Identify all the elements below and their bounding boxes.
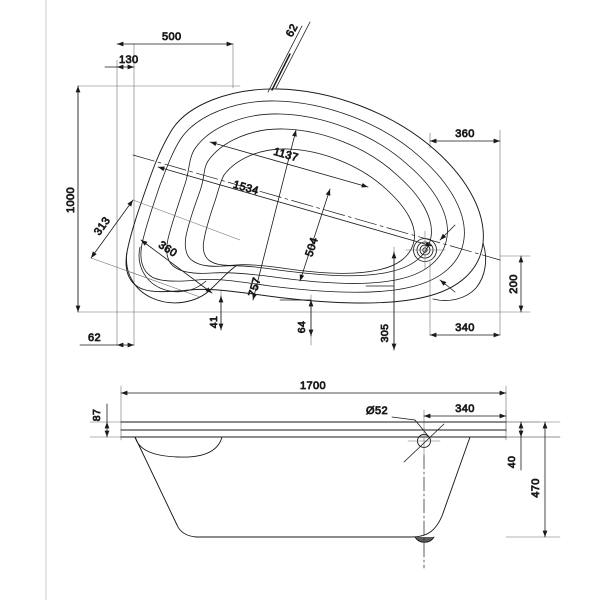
dim-plan-1534 [157, 166, 433, 247]
bath-plan-contour-2 [140, 100, 465, 293]
dim-label-41: 41 [208, 316, 220, 328]
dim-label-470: 470 [530, 478, 542, 498]
dim-label-500: 500 [162, 31, 182, 43]
elev-drain-bump [414, 536, 435, 543]
dim-label-313: 313 [92, 215, 113, 238]
plan-extension-lines [77, 43, 531, 351]
dim-plan-360-seat [140, 239, 213, 294]
dim-label-340-elev: 340 [455, 403, 475, 415]
bath-plan-contour-3 [166, 113, 448, 284]
elev-extension-lines [89, 385, 561, 538]
elevation-view-group: 1700 87 340 40 470 [89, 380, 561, 569]
elev-overflow-drain [403, 423, 445, 463]
dim-label-dia52: Ø52 [366, 405, 388, 417]
dim-plan-64 [279, 299, 314, 337]
elev-bath-profile [134, 436, 471, 538]
dim-plan-757 [252, 129, 297, 301]
dim-label-305: 305 [379, 324, 391, 343]
elev-rim-lines [120, 421, 507, 438]
dim-plan-504 [299, 188, 331, 282]
dim-label-130: 130 [119, 54, 139, 66]
dim-label-1137: 1137 [272, 146, 300, 164]
bath-seat-lobe [126, 251, 237, 304]
dim-label-200: 200 [508, 274, 520, 294]
bath-right-tip [432, 242, 487, 301]
dim-label-62-bottom: 62 [88, 332, 101, 344]
elev-seat-underside [134, 436, 223, 458]
dim-label-1700: 1700 [300, 380, 326, 392]
dim-label-1534: 1534 [232, 179, 260, 198]
plan-drain [405, 230, 446, 270]
dim-label-87: 87 [91, 409, 103, 421]
dim-plan-62-angled [267, 21, 311, 93]
dim-plan-305 [365, 251, 397, 351]
plan-view-group: 500 130 1000 62 [65, 21, 531, 351]
dim-label-1000: 1000 [65, 187, 77, 213]
dim-label-340-plan: 340 [455, 322, 475, 334]
dim-label-64: 64 [296, 321, 308, 333]
dim-label-40: 40 [506, 456, 518, 468]
elev-dia-leader [391, 416, 430, 438]
dim-label-504: 504 [303, 236, 320, 258]
plan-drain-leaders [439, 224, 456, 293]
dim-label-62-top: 62 [284, 22, 301, 39]
dim-label-757: 757 [247, 276, 264, 298]
dim-label-360-right: 360 [455, 128, 475, 140]
